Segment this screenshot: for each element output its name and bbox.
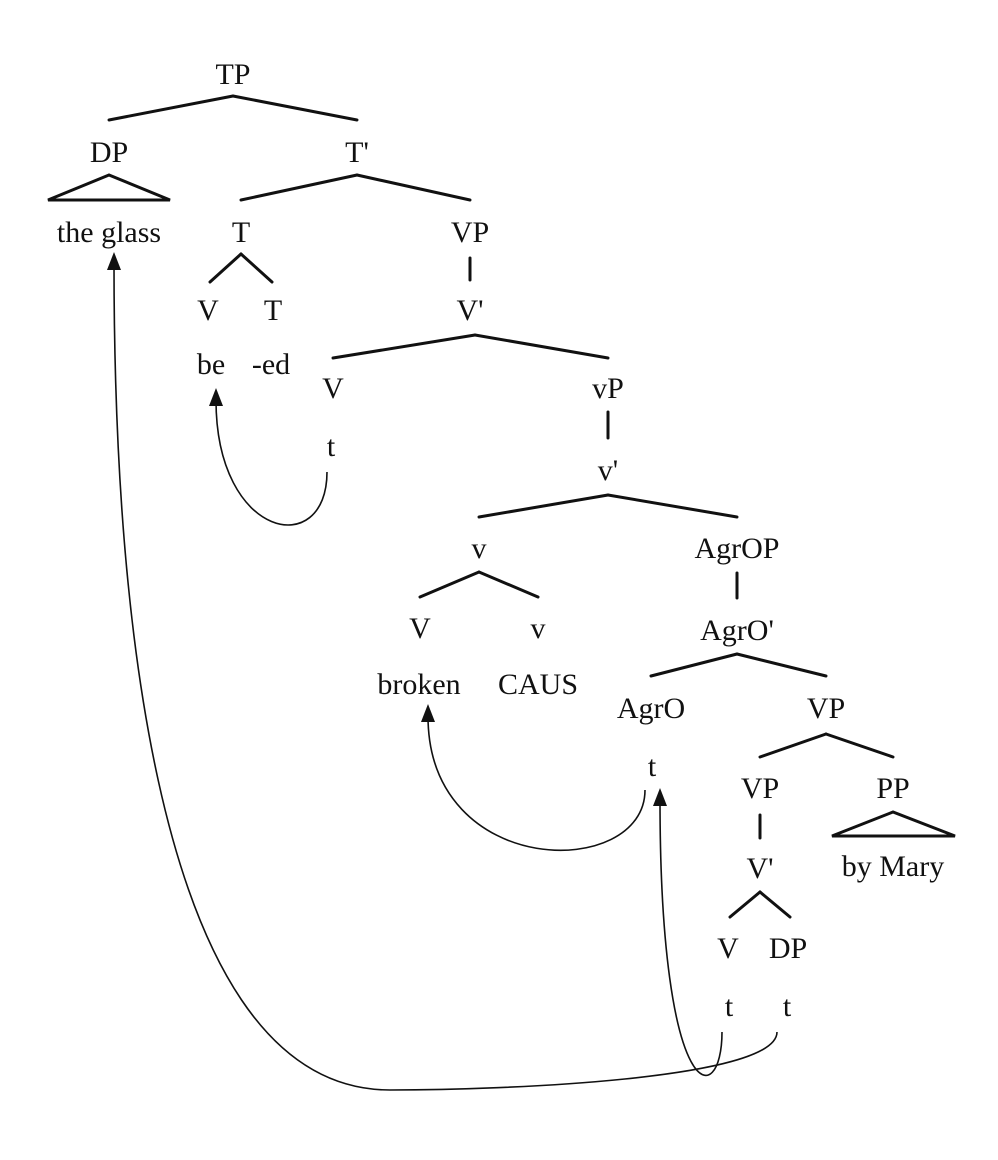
node-little-v-bar: v': [598, 454, 618, 487]
node-t-inner: T: [264, 294, 282, 327]
triangle-pp: [831, 810, 956, 838]
triangle-dp-subject: [47, 173, 171, 202]
node-by-mary: by Mary: [842, 850, 944, 883]
branch-tp-dp: [107, 94, 235, 122]
branch-vbarlower-dp: [758, 890, 792, 919]
node-tp: TP: [215, 58, 250, 91]
node-t-trace-be: t: [327, 430, 336, 463]
arrowhead-be: [209, 388, 223, 406]
branch-littlevbar-agrop: [606, 493, 739, 519]
node-agro: AgrO: [617, 692, 685, 725]
tree-branches: [47, 94, 956, 919]
node-vp-upper: VP: [451, 216, 489, 249]
node-vp-mid: VP: [807, 692, 845, 725]
arrowhead-tagro: [653, 788, 667, 806]
branch-vbarlower-v: [728, 890, 762, 919]
node-little-v: v: [472, 532, 487, 565]
node-t-head: T: [232, 216, 250, 249]
arrowhead-broken: [421, 704, 435, 722]
branch-tp-tbar: [231, 94, 359, 122]
node-t-bar: T': [345, 136, 369, 169]
node-be: be: [197, 348, 225, 381]
node-agro-bar: AgrO': [700, 614, 774, 647]
node-caus: CAUS: [498, 668, 578, 701]
branch-tbar-t: [239, 173, 359, 202]
node-little-v-inner: v: [531, 612, 546, 645]
node-t-trace-v: t: [725, 990, 734, 1023]
node-the-glass: the glass: [57, 216, 161, 249]
branch-vbar-v: [331, 333, 477, 360]
branch-littlev-littlev: [477, 570, 540, 599]
node-little-vp: vP: [592, 372, 624, 405]
branch-vp-vp: [758, 732, 828, 759]
node-v-be: V: [197, 294, 219, 327]
movement-path-tv-to-tagro: [659, 799, 723, 1077]
movement-path-t-to-be: [215, 399, 328, 526]
movement-arrows: [107, 252, 778, 1091]
node-t-trace-agro: t: [648, 750, 657, 783]
branch-littlevbar-littlev: [477, 493, 610, 519]
arrowhead-theglass: [107, 252, 121, 270]
node-dp-subject: DP: [90, 136, 128, 169]
tree-labels: TP DP the glass T' T V T be -ed VP V' V …: [57, 58, 944, 1023]
node-ed: -ed: [252, 348, 290, 381]
branch-agrobar-vp: [735, 652, 828, 678]
branch-littlev-v: [418, 570, 481, 599]
movement-path-tdp-to-theglass: [113, 263, 778, 1091]
node-v-bar-upper: V': [456, 294, 483, 327]
node-pp: PP: [876, 772, 909, 805]
node-agrop: AgrOP: [694, 532, 779, 565]
branch-vp-pp: [824, 732, 895, 759]
node-v-broken: V: [409, 612, 431, 645]
branch-vbar-littlevp: [473, 333, 610, 360]
branch-t-v: [208, 252, 243, 284]
node-t-trace-dp: t: [783, 990, 792, 1023]
branch-t-t: [239, 252, 274, 284]
node-v-bar-lower: V': [746, 852, 773, 885]
node-v-upper: V: [322, 372, 344, 405]
branch-tbar-vp: [355, 173, 472, 202]
node-vp-lower: VP: [741, 772, 779, 805]
node-broken: broken: [377, 668, 460, 701]
movement-path-t-to-broken: [427, 715, 646, 852]
node-v-lower: V: [717, 932, 739, 965]
node-dp-object: DP: [769, 932, 807, 965]
branch-agrobar-agro: [649, 652, 739, 678]
